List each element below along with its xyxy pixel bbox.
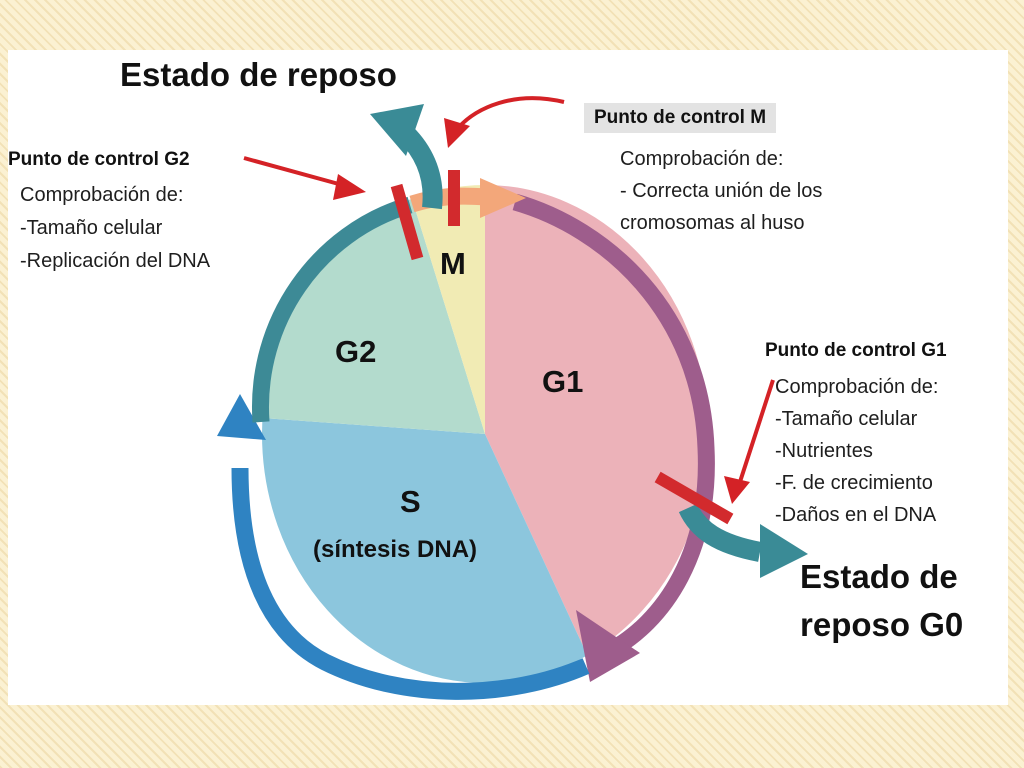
g1-arc-arrow	[512, 193, 715, 661]
checkpoint-g1-line1: Comprobación de:	[775, 376, 939, 398]
pointer-head-g1	[724, 476, 750, 504]
rest-arrowhead-g0	[760, 524, 808, 578]
m-arrowhead	[480, 178, 526, 218]
rest-state-title: Estado de reposo	[120, 56, 397, 93]
checkpoint-m-line1: Comprobación de:	[620, 148, 784, 170]
checkpoint-g2-line3: -Replicación del DNA	[20, 250, 211, 272]
checkpoint-g2-title: Punto de control G2	[8, 149, 190, 170]
rest-g0-line2: reposo G0	[800, 606, 964, 643]
rest-g0-line1: Estado de	[800, 558, 958, 595]
g2-arc-arrow	[251, 196, 413, 423]
s-arrowhead	[217, 394, 266, 440]
checkpoint-m-line2: - Correcta unión de los	[620, 180, 823, 202]
pointer-head-g2	[333, 174, 366, 200]
pointer-head-m	[444, 118, 470, 148]
phase-label-m: M	[440, 246, 466, 281]
pointer-line-g1	[736, 379, 775, 489]
checkpoint-m-line3: cromosomas al huso	[620, 212, 805, 234]
phase-label-s-sub: (síntesis DNA)	[313, 536, 478, 563]
pointer-line-g2	[243, 156, 347, 188]
checkpoint-g1-line5: -Daños en el DNA	[775, 504, 937, 526]
phase-label-g2: G2	[335, 334, 377, 369]
phase-label-g1: G1	[542, 364, 584, 399]
g1-arrowhead	[576, 610, 640, 682]
checkpoint-g1-line3: -Nutrientes	[775, 440, 873, 462]
s-arc-arrow	[231, 467, 590, 700]
checkpoint-bar-g1	[654, 471, 734, 525]
slide-canvas: M G1 G2 S (síntesis DNA) Estado de repos…	[8, 50, 1008, 705]
rest-arrowhead-top	[370, 104, 424, 156]
checkpoint-g2-line1: Comprobación de:	[20, 184, 184, 206]
checkpoint-m-title: Punto de control M	[584, 103, 777, 133]
phase-label-s: S	[400, 484, 421, 519]
pointer-line-m	[456, 96, 565, 130]
checkpoint-bar-g2	[390, 183, 424, 261]
checkpoint-g1-line2: -Tamaño celular	[775, 408, 918, 430]
rest-arrow-g0	[678, 503, 762, 562]
checkpoint-g1-line4: -F. de crecimiento	[775, 472, 933, 494]
checkpoint-g1-title: Punto de control G1	[765, 340, 947, 361]
checkpoint-g2-line2: -Tamaño celular	[20, 217, 163, 239]
checkpoint-bar-m	[448, 170, 460, 226]
sector-m	[403, 184, 485, 434]
cell-cycle-diagram	[217, 96, 808, 700]
